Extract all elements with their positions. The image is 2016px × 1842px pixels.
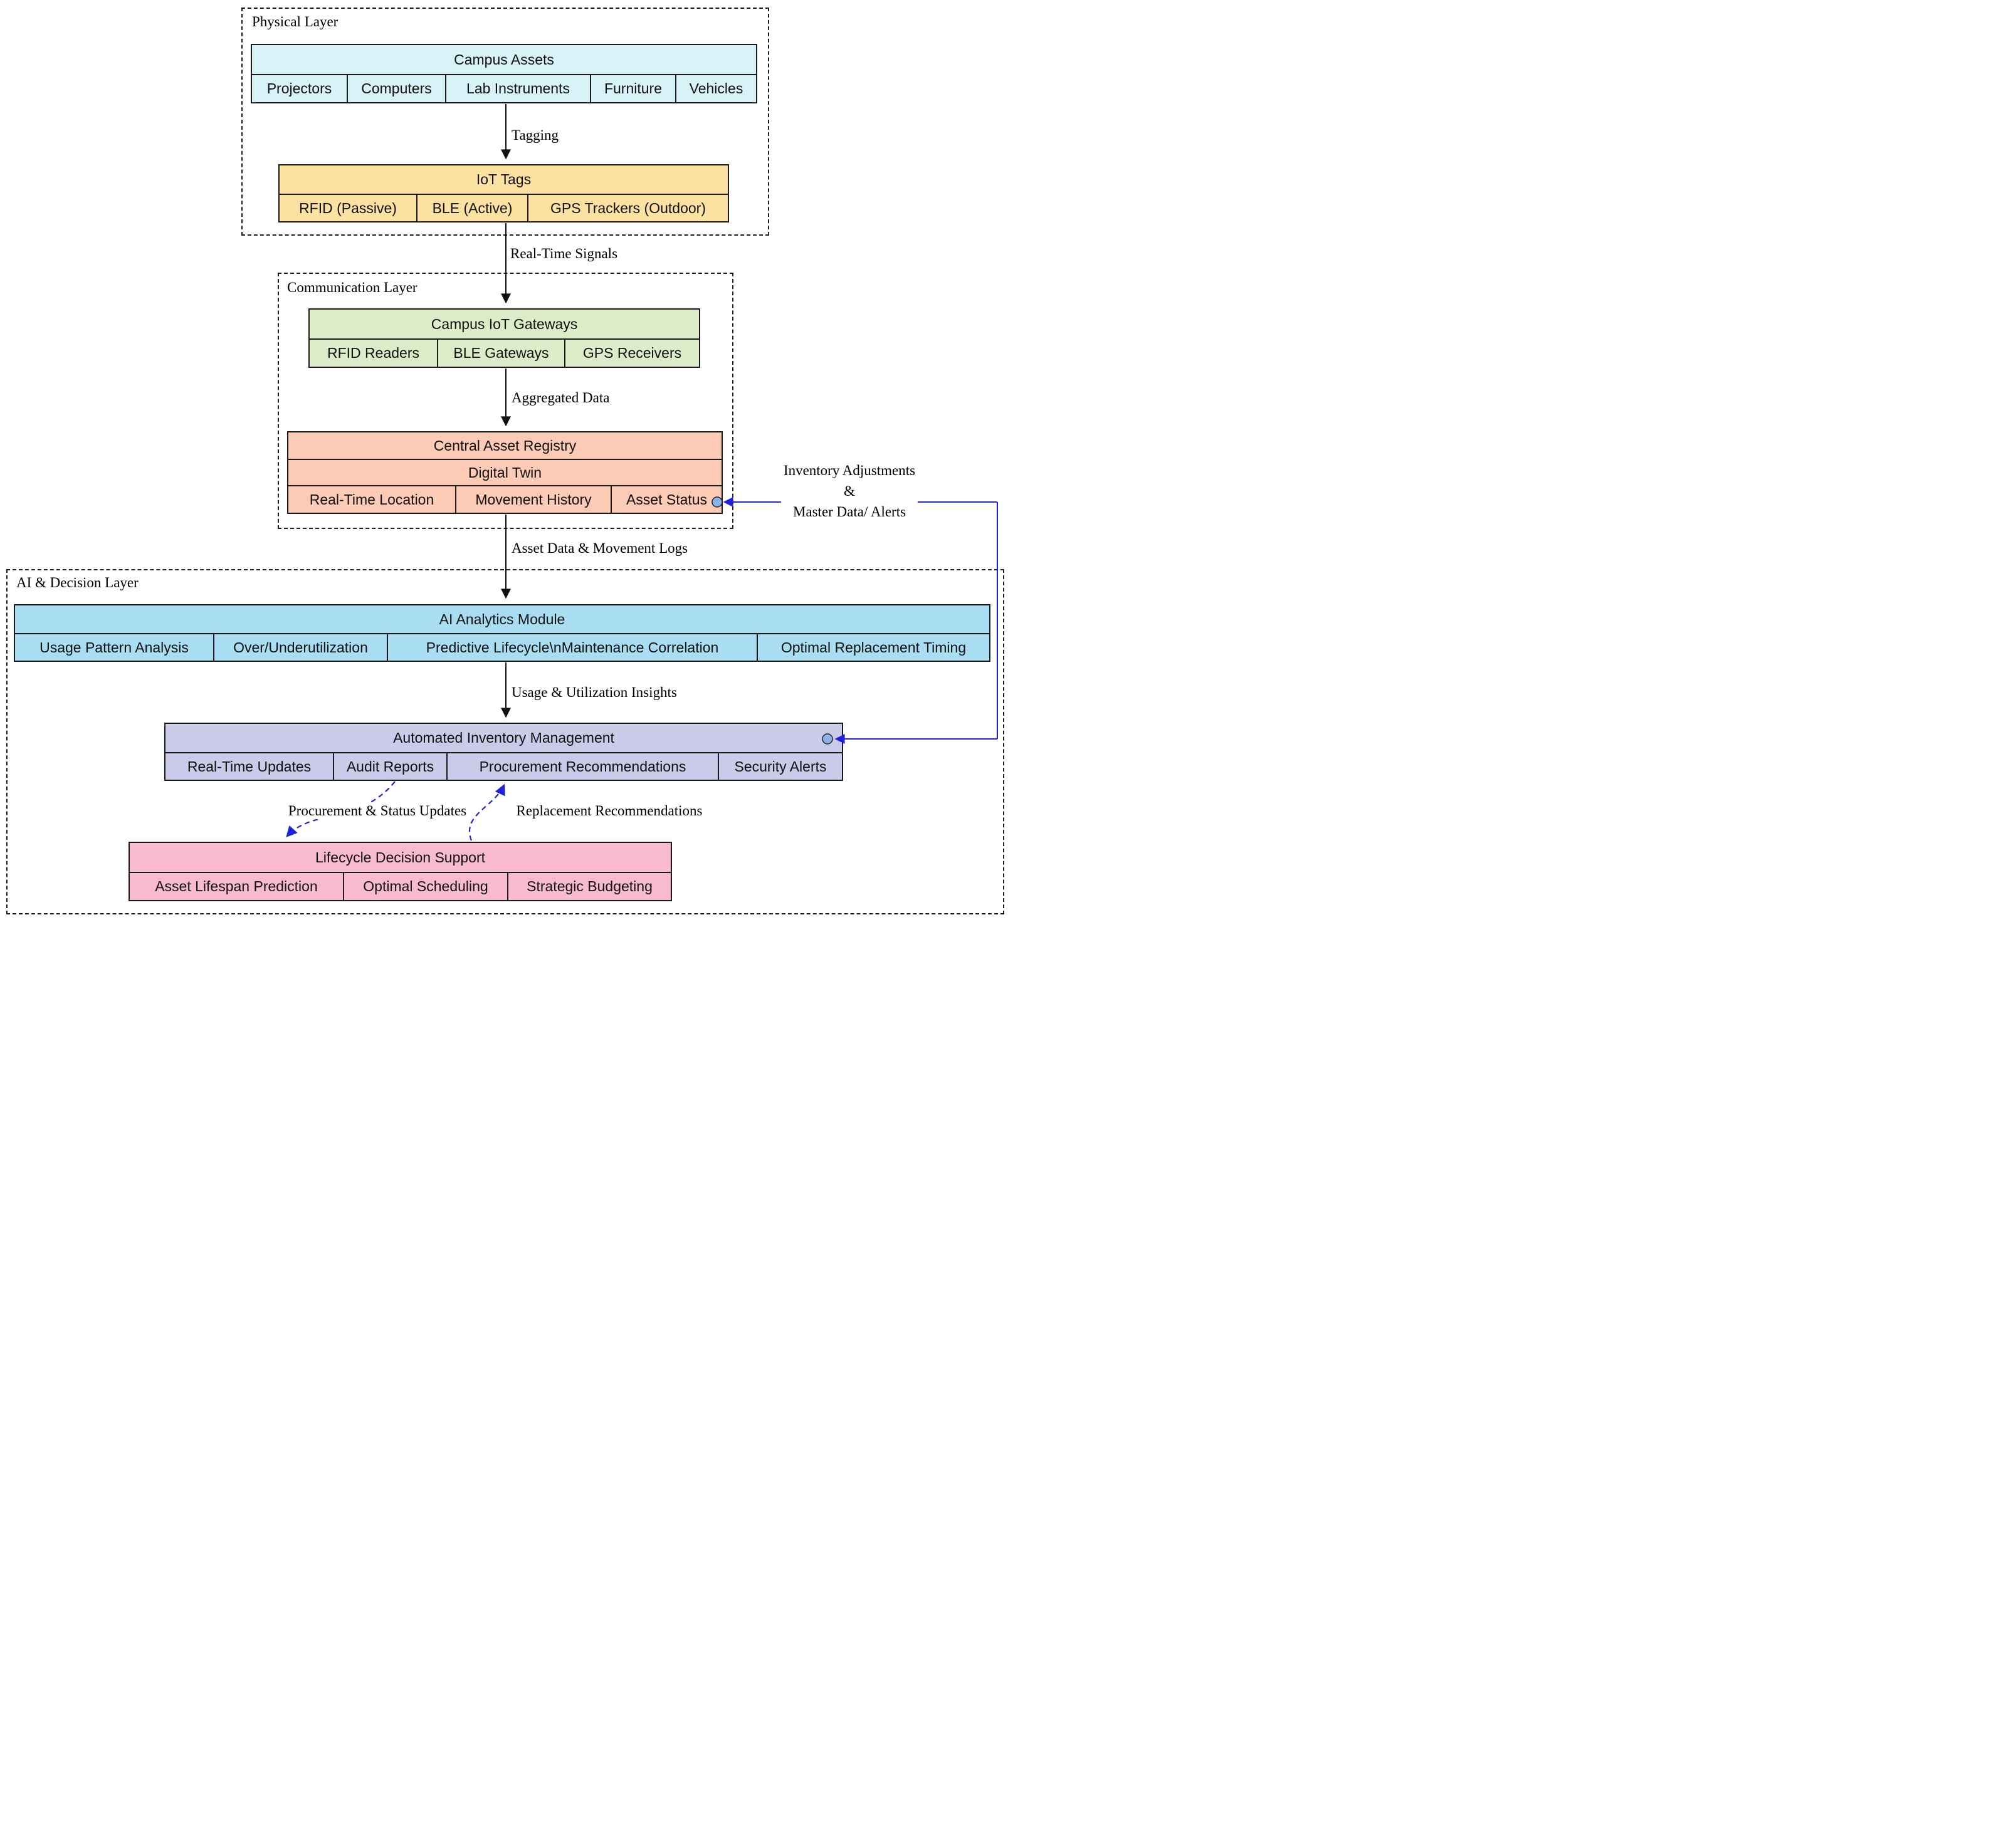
node-cell: Projectors	[266, 80, 332, 97]
node-cell: RFID (Passive)	[299, 199, 397, 216]
node-title: Campus Assets	[252, 45, 756, 75]
node-cell: Real-Time Location	[309, 491, 434, 508]
inventory-adjustments-line1: Inventory Adjustments	[783, 463, 916, 478]
node-cell: Audit Reports	[333, 753, 446, 780]
node-cell: Vehicles	[675, 75, 756, 102]
node-cell: Over/Underutilization	[213, 634, 387, 661]
node-cell: Computers	[347, 75, 445, 102]
node-cell: Optimal Scheduling	[343, 873, 507, 900]
node-cell: Asset Lifespan Prediction	[155, 878, 318, 894]
node-central-asset-registry: Central Asset Registry Digital Twin Real…	[287, 431, 723, 514]
edge-label-replacement-recommendations: Replacement Recommendations	[514, 803, 705, 819]
node-title: Campus IoT Gateways	[310, 310, 699, 340]
node-ai-analytics-module: AI Analytics Module Usage Pattern Analys…	[14, 604, 990, 662]
node-title: Lifecycle Decision Support	[130, 843, 671, 873]
node-cell: Security Alerts	[718, 753, 842, 780]
node-cell: BLE (Active)	[416, 195, 527, 221]
node-title: Central Asset Registry	[288, 432, 722, 460]
node-cell: Usage Pattern Analysis	[39, 639, 189, 656]
ai-decision-layer-title: AI & Decision Layer	[15, 575, 140, 591]
node-cell: Predictive Lifecycle\nMaintenance Correl…	[387, 634, 757, 661]
node-subtitle: Digital Twin	[288, 460, 722, 486]
node-title: AI Analytics Module	[15, 605, 989, 634]
edge-label-usage-utilization-insights: Usage & Utilization Insights	[510, 684, 679, 701]
edge-label-inventory-adjustments: Inventory Adjustments & Master Data/ Ale…	[780, 460, 918, 522]
node-iot-tags: IoT Tags RFID (Passive) BLE (Active) GPS…	[278, 164, 729, 222]
edge-label-tagging: Tagging	[510, 127, 561, 144]
node-lifecycle-decision-support: Lifecycle Decision Support Asset Lifespa…	[129, 842, 672, 901]
node-automated-inventory-management: Automated Inventory Management Real-Time…	[164, 723, 843, 781]
physical-layer-title: Physical Layer	[251, 14, 340, 30]
inventory-adjustments-line3: Master Data/ Alerts	[792, 504, 906, 520]
node-cell: Strategic Budgeting	[507, 873, 671, 900]
node-campus-assets: Campus Assets Projectors Computers Lab I…	[251, 44, 757, 103]
node-cell: GPS Trackers (Outdoor)	[527, 195, 728, 221]
node-cell: Real-Time Updates	[187, 758, 312, 775]
node-cell: Procurement Recommendations	[446, 753, 718, 780]
edge-label-procurement-status-updates: Procurement & Status Updates	[286, 803, 469, 819]
node-cell: Optimal Replacement Timing	[757, 634, 989, 661]
node-campus-iot-gateways: Campus IoT Gateways RFID Readers BLE Gat…	[308, 308, 700, 368]
node-title: IoT Tags	[280, 165, 728, 195]
edge-label-real-time-signals: Real-Time Signals	[508, 246, 620, 262]
node-cell: RFID Readers	[327, 345, 419, 361]
inventory-adjustments-line2: &	[844, 483, 855, 499]
node-cell: Lab Instruments	[445, 75, 590, 102]
node-cell: Furniture	[590, 75, 675, 102]
node-cell: GPS Receivers	[564, 340, 699, 367]
communication-layer-title: Communication Layer	[286, 280, 419, 296]
edge-label-asset-data-movement-logs: Asset Data & Movement Logs	[510, 540, 690, 557]
node-cell: Movement History	[455, 486, 611, 513]
node-title: Automated Inventory Management	[165, 724, 842, 753]
iot-asset-architecture-diagram: Physical Layer Communication Layer AI & …	[0, 0, 1008, 921]
node-cell: Asset Status	[611, 486, 722, 513]
node-cell: BLE Gateways	[437, 340, 564, 367]
edge-label-aggregated-data: Aggregated Data	[510, 390, 612, 406]
